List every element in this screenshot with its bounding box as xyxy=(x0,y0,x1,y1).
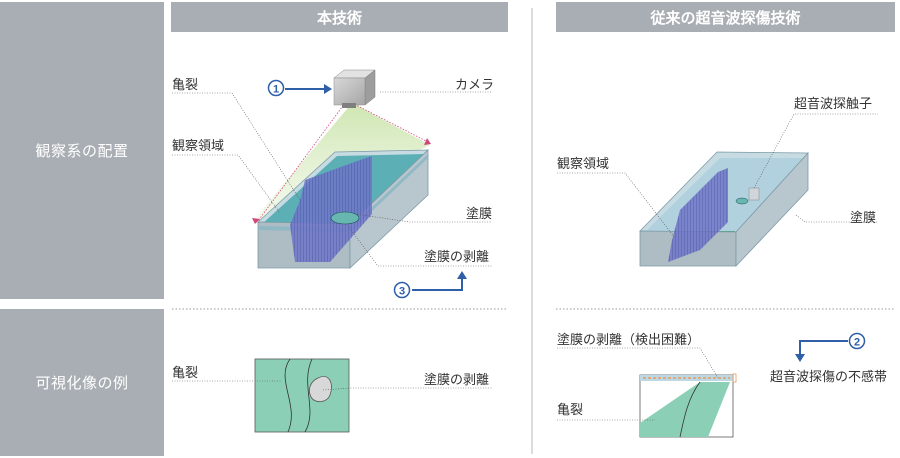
header-conventional-ultrasonic: 従来の超音波探傷技術 xyxy=(556,2,895,32)
marker-1: 1 xyxy=(267,79,285,97)
label-dead-zone: 超音波探傷の不感帯 xyxy=(770,370,888,385)
arrow-to-camera xyxy=(285,84,332,94)
label-crack-right-bottom: 亀裂 xyxy=(557,403,584,418)
header-this-technology-text: 本技術 xyxy=(316,8,362,27)
label-camera: カメラ xyxy=(455,78,495,93)
right-block xyxy=(639,151,809,268)
label-coating-peel-hard: 塗膜の剥離（検出困難） xyxy=(557,333,701,348)
arrow-to-peel xyxy=(412,271,467,291)
row-label-layout-text: 観察系の配置 xyxy=(35,142,129,160)
label-observation-area-left: 観察領域 xyxy=(172,139,225,154)
label-coating-peel-left-top: 塗膜の剥離 xyxy=(424,250,490,265)
arrow-to-dead-zone xyxy=(795,340,848,362)
marker-3-text: 3 xyxy=(399,286,405,298)
header-conventional-text: 従来の超音波探傷技術 xyxy=(650,8,801,27)
label-coating-left: 塗膜 xyxy=(466,207,493,222)
row-label-example-text: 可視化像の例 xyxy=(35,374,129,392)
marker-3: 3 xyxy=(393,281,411,299)
leader-lines-left-top xyxy=(172,91,492,267)
left-block xyxy=(256,149,430,269)
leader-lines-right-top xyxy=(557,113,878,239)
leader-lines-right-bottom xyxy=(557,347,719,421)
label-crack-bottom: 亀裂 xyxy=(172,366,199,381)
leader-lines-left-bottom xyxy=(172,380,492,391)
row-label-example: 可視化像の例 xyxy=(0,309,164,456)
label-coating-right: 塗膜 xyxy=(850,211,877,226)
label-ultrasonic-probe: 超音波探触子 xyxy=(794,97,873,112)
ultrasonic-image xyxy=(639,373,737,438)
visualization-image xyxy=(254,358,350,433)
marker-2-text: 2 xyxy=(854,337,860,349)
marker-1-text: 1 xyxy=(273,84,279,96)
row-label-layout: 観察系の配置 xyxy=(0,2,164,299)
label-observation-area-right: 観察領域 xyxy=(557,157,610,172)
marker-2: 2 xyxy=(848,332,866,350)
header-this-technology: 本技術 xyxy=(171,2,508,32)
camera-icon xyxy=(333,69,376,108)
label-crack-top: 亀裂 xyxy=(172,78,199,93)
label-coating-peel-left-bottom: 塗膜の剥離 xyxy=(424,373,490,388)
